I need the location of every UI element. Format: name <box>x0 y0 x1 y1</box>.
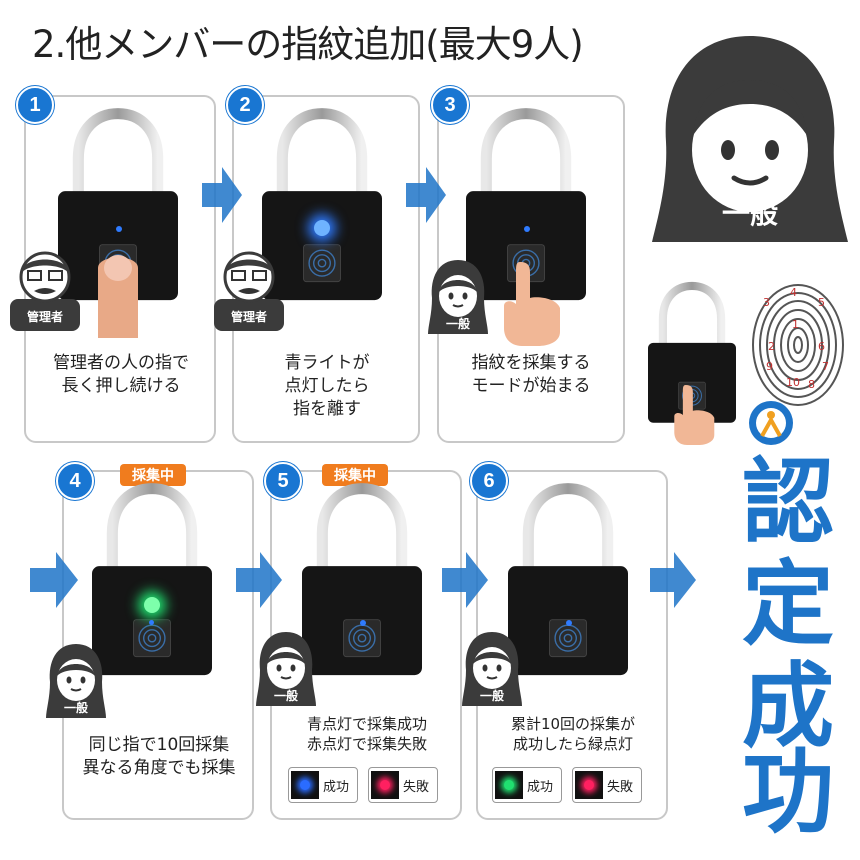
fingerprint-point-1: 1 <box>792 318 799 331</box>
result-char-4: 功 <box>741 739 834 846</box>
fingerprint-point-7: 7 <box>822 360 829 373</box>
fingerprint-point-6: 6 <box>818 340 825 353</box>
arrow-right-icon <box>442 552 488 608</box>
fingerprint-point-8: 8 <box>808 378 815 391</box>
red-led-swatch <box>575 771 603 799</box>
fingerprint-point-9: 9 <box>766 360 773 373</box>
admin-avatar-2: 管理者 <box>214 245 284 331</box>
fingerprint-point-3: 3 <box>763 296 770 309</box>
step-caption-4: 同じ指で10回採集 異なる角度でも採集 <box>82 735 236 778</box>
padlock-image <box>302 480 422 680</box>
step-caption-2: 青ライトが 点灯したら 指を離す <box>284 353 370 419</box>
fingerprint-point-5: 5 <box>818 296 825 309</box>
step-number-1: 1 <box>16 86 54 124</box>
collecting-tag-5: 採集中 <box>322 464 388 486</box>
admin-label: 管理者 <box>230 310 267 324</box>
step-caption-1: 管理者の人の指で 長く押し続ける <box>53 353 189 396</box>
step-number-2: 2 <box>226 86 264 124</box>
admin-avatar-1: 管理者 <box>10 245 80 331</box>
page-title: 2.他メンバーの指紋追加(最大9人) <box>32 23 584 66</box>
green-led-glow <box>144 597 160 613</box>
fingerprint-point-4: 4 <box>790 286 797 299</box>
padlock-image <box>508 480 628 680</box>
collecting-tag-4: 採集中 <box>120 464 186 486</box>
blue-led <box>116 226 122 232</box>
step-number-4: 4 <box>56 462 94 500</box>
fingerprint-point-10: 10 <box>786 376 800 389</box>
blue-led-swatch <box>291 771 319 799</box>
led-legend-success: 成功 <box>492 767 563 803</box>
arrow-right-icon <box>236 552 282 608</box>
general-user-icon <box>428 260 488 334</box>
finger-image <box>98 255 138 338</box>
general-avatar-3: 一般 <box>428 258 488 334</box>
step-caption-5: 青点灯で採集成功 赤点灯で採集失敗 <box>306 715 427 753</box>
general-user-large-label: 一般 <box>721 197 778 230</box>
arrow-right-icon <box>202 167 242 223</box>
fingerprint-point-2: 2 <box>768 340 775 353</box>
general-label: 一般 <box>479 689 504 703</box>
blue-led <box>360 620 366 626</box>
blue-led <box>524 226 530 232</box>
led-legend-failure: 失敗 <box>572 767 643 803</box>
general-avatar-4: 一般 <box>46 642 106 718</box>
general-user-large-icon <box>652 36 848 242</box>
step-number-6: 6 <box>470 462 508 500</box>
general-avatar-5: 一般 <box>256 630 316 706</box>
general-user-icon <box>462 632 522 706</box>
general-label: 一般 <box>445 317 470 331</box>
general-label: 一般 <box>63 701 88 715</box>
general-user-icon <box>256 632 316 706</box>
blue-led-glow <box>314 220 330 236</box>
red-led-swatch <box>371 771 399 799</box>
arrow-right-icon <box>30 552 78 608</box>
led-legend-success: 成功 <box>288 767 359 803</box>
led-legend-failure: 失敗 <box>368 767 439 803</box>
result-char-1: 認 <box>741 449 834 556</box>
admin-user-icon <box>10 251 80 331</box>
general-avatar-6: 一般 <box>462 630 522 706</box>
step-caption-6: 累計10回の採集が 成功したら緑点灯 <box>510 715 636 753</box>
admin-label: 管理者 <box>26 310 63 324</box>
step-caption-3: 指紋を採集する モードが始まる <box>471 353 591 396</box>
blue-led <box>149 620 154 625</box>
result-char-3: 成 <box>741 653 834 760</box>
pointing-finger-image <box>674 385 715 445</box>
makotoya-logo <box>749 401 793 445</box>
blue-led <box>566 620 572 626</box>
general-label: 一般 <box>273 689 298 703</box>
admin-user-icon <box>214 251 284 331</box>
step-number-5: 5 <box>264 462 302 500</box>
green-led-swatch <box>495 771 523 799</box>
result-char-2: 定 <box>741 551 834 658</box>
arrow-right-icon <box>650 552 696 608</box>
step-number-3: 3 <box>431 86 469 124</box>
arrow-right-icon <box>406 167 446 223</box>
pointing-finger-image <box>504 262 560 346</box>
general-user-icon <box>46 644 106 718</box>
padlock-image <box>92 480 212 680</box>
fingerprint-icon <box>752 284 844 406</box>
